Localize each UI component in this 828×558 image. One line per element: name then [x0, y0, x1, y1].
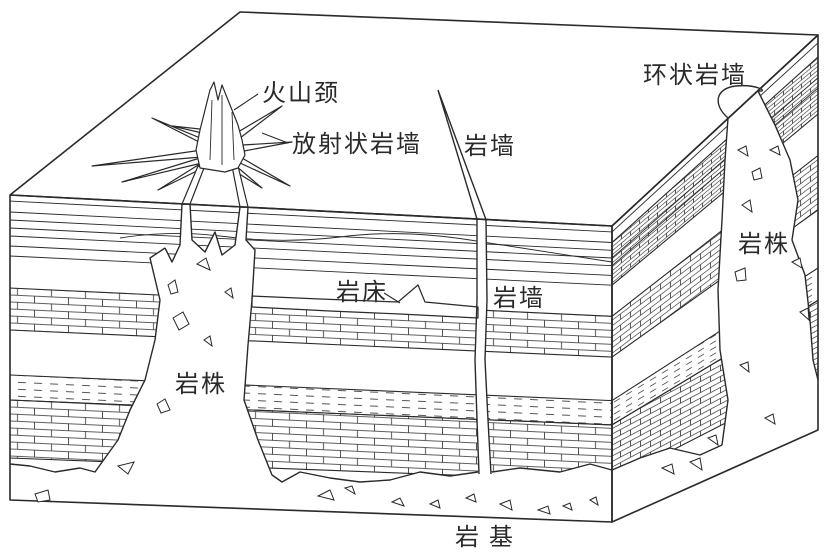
stock-and-batholith-right-fill — [612, 91, 818, 522]
bedding-line — [9, 219, 613, 251]
stock-right-right-edge — [757, 90, 819, 381]
bedding-line — [9, 200, 613, 233]
volcanic-neck — [195, 81, 246, 173]
xenoliths — [34, 145, 810, 515]
leader-line-sill — [383, 292, 401, 304]
xenolith — [34, 489, 51, 503]
volcanic-neck-texture — [209, 95, 235, 165]
label-sill: 岩床 — [336, 278, 388, 306]
xenolith — [536, 505, 551, 515]
label-dike-middle: 岩墙 — [493, 284, 545, 312]
xenolith — [464, 493, 477, 503]
xenolith — [660, 463, 675, 475]
stock-right-left-edge — [717, 117, 729, 446]
xenolith — [561, 502, 573, 511]
bedding-line — [9, 211, 613, 243]
stock-and-batholith-front-fill — [10, 204, 612, 522]
bedding-line — [9, 255, 613, 286]
leader-line-radial-dikes — [261, 132, 289, 144]
xenolith — [734, 267, 747, 282]
bedding-line — [611, 77, 819, 259]
xenolith — [790, 257, 803, 270]
xenolith — [751, 167, 763, 181]
stock-left-top-edge — [164, 203, 241, 263]
xenolith — [428, 499, 441, 509]
xenolith — [706, 434, 719, 447]
label-stock-right: 岩株 — [738, 230, 790, 258]
right-face-outline — [611, 34, 819, 523]
xenolith — [195, 257, 211, 271]
bedding-line — [9, 245, 613, 276]
xenolith — [799, 307, 810, 322]
xenolith — [172, 311, 190, 331]
label-radial-dikes: 放射状岩墙 — [292, 130, 422, 158]
label-ring-dike: 环状岩墙 — [643, 61, 747, 89]
top-face — [10, 12, 818, 226]
xenolith — [343, 485, 356, 496]
xenolith — [741, 199, 753, 214]
bedding-line — [611, 87, 819, 267]
label-batholith: 岩基 — [455, 523, 523, 551]
bedding-line — [9, 235, 613, 267]
xenolith — [224, 287, 234, 300]
xenolith — [116, 461, 135, 475]
leader-line-volcanic-neck — [233, 93, 259, 111]
dike-top-face — [437, 89, 487, 220]
xenolith — [156, 398, 171, 414]
xenolith — [588, 496, 599, 507]
dike-front-left-edge — [474, 219, 480, 475]
xenolith — [316, 489, 335, 501]
xenolith — [763, 413, 776, 426]
xenolith — [390, 497, 405, 507]
xenolith — [498, 499, 513, 511]
xenolith — [167, 279, 179, 295]
xenolith — [736, 145, 749, 158]
xenolith — [768, 145, 781, 156]
xenolith — [738, 361, 750, 374]
undulating-bedding-line — [119, 232, 613, 263]
label-volcanic-neck: 火山颈 — [262, 79, 340, 107]
bedding-line — [611, 42, 819, 233]
label-dike-top: 岩墙 — [464, 132, 516, 160]
stock-left-right-edge — [243, 206, 479, 483]
sill — [251, 284, 479, 319]
radial-dikes — [91, 105, 293, 191]
ring-dike — [717, 84, 764, 119]
xenolith — [203, 335, 213, 348]
stock-left-left-edge — [9, 247, 166, 473]
xenolith — [688, 457, 703, 472]
dike-front-right-edge — [484, 219, 492, 475]
label-stock-left: 岩株 — [175, 370, 227, 398]
bedding-line — [9, 227, 613, 259]
